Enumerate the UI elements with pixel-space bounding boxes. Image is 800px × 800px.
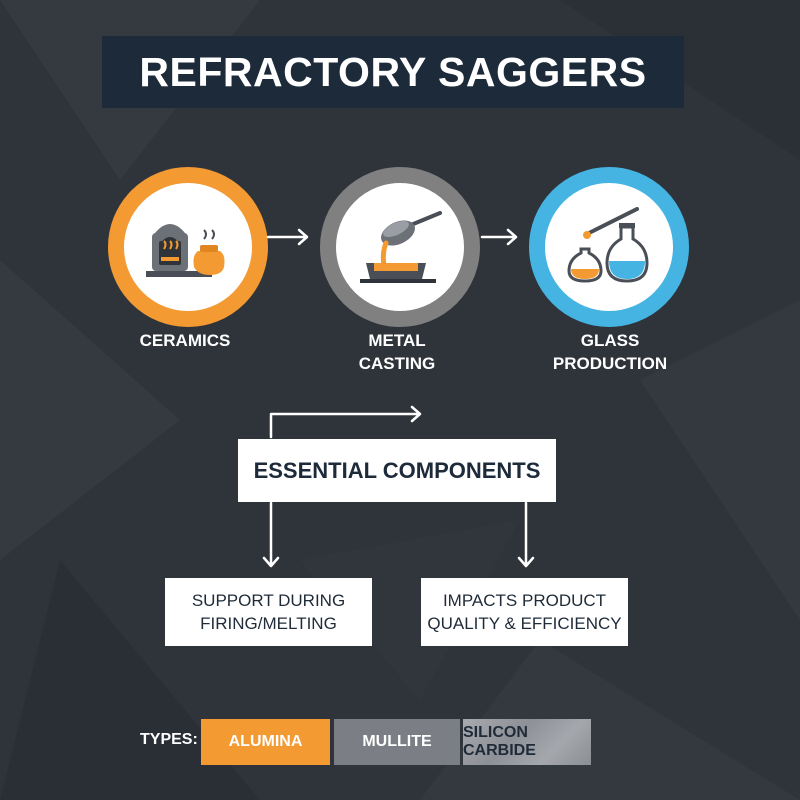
ceramics-label: CERAMICS — [139, 331, 231, 350]
glass-production-circle — [529, 167, 689, 327]
ladle-mold-icon — [360, 211, 442, 283]
page-title: REFRACTORY SAGGERS — [139, 48, 647, 95]
types-label: TYPES: — [140, 731, 198, 748]
metal-casting-circle — [320, 167, 480, 327]
kiln-pottery-icon — [146, 224, 225, 277]
type-chip-alumina: ALUMINA — [201, 719, 330, 765]
type-chip-mullite: MULLITE — [334, 719, 460, 765]
essential-components-box: ESSENTIAL COMPONENTS — [238, 439, 556, 502]
glass-flask-icon — [567, 207, 649, 283]
ceramics-circle — [108, 167, 268, 327]
type-chip-silicon-carbide: SILICON CARBIDE — [463, 719, 591, 765]
title-banner: REFRACTORY SAGGERS — [102, 36, 684, 108]
